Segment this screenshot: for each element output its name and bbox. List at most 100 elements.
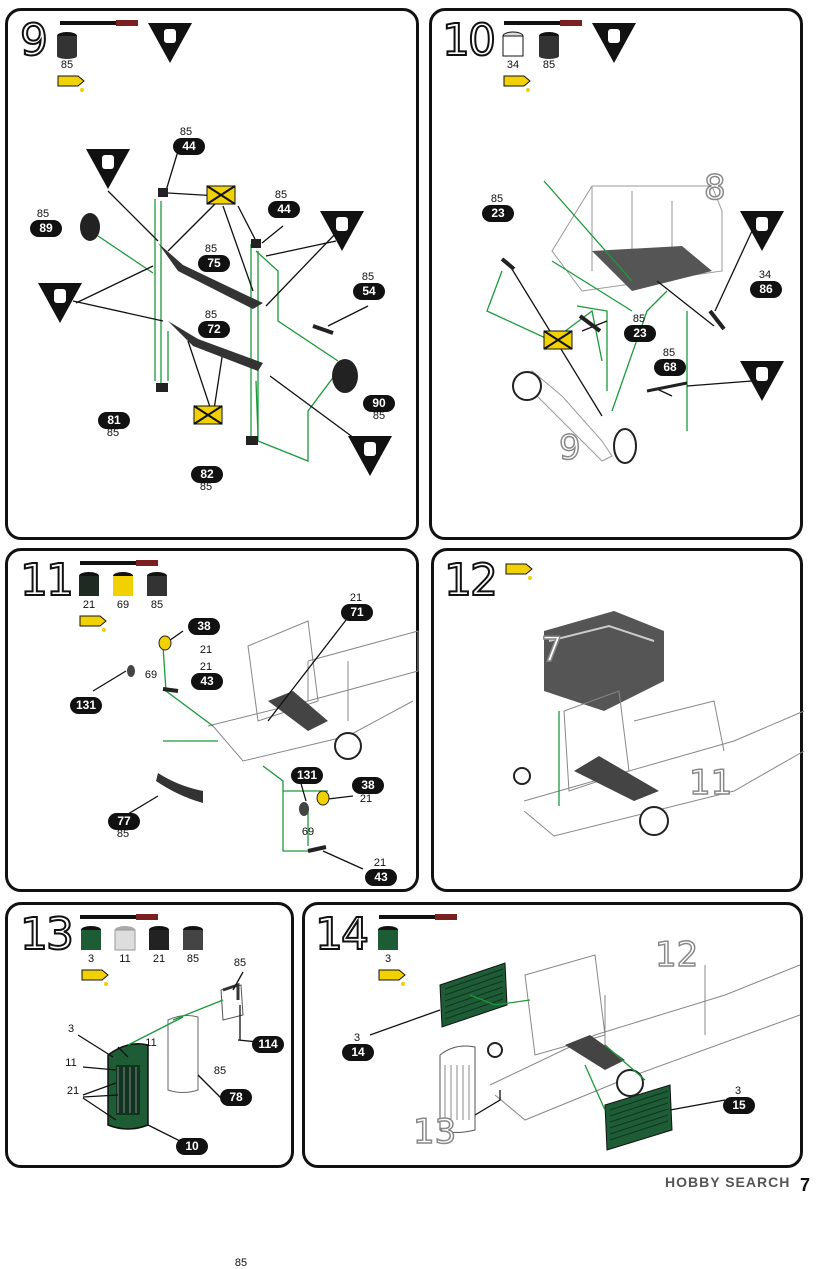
step-11-panel: 11 21 69 85 38 21 21 43 21 71 131 131 38…: [5, 548, 419, 892]
paint-code: 11: [119, 953, 131, 965]
part-paint: 21: [349, 592, 363, 604]
part-paint: 85: [116, 828, 130, 840]
step-12-panel: 12 7 11: [431, 548, 805, 892]
part-paint: 85: [106, 427, 120, 439]
part-number: 10: [176, 1138, 208, 1155]
paintbrush-icon: [60, 20, 138, 26]
part-number: 86: [750, 281, 782, 298]
reference-step-number: 13: [412, 1112, 457, 1152]
part-number: 131: [291, 767, 324, 784]
paint-can-icon: [378, 926, 398, 950]
step-number: 12: [443, 555, 499, 606]
caution-sign-icon: [148, 23, 192, 63]
glue-icon: [57, 75, 85, 92]
caution-sign-icon: [740, 211, 784, 251]
assembly-diagram: [369, 954, 801, 1151]
part-paint: 34: [758, 269, 772, 281]
step-13-panel: 13 3 11 21 85 85 85 114 78 10 3 11 11 21…: [5, 902, 294, 1269]
part-number: 38: [352, 777, 384, 794]
paint-code: 21: [82, 599, 96, 611]
part-number: 15: [723, 1097, 755, 1114]
paint-can-icon: [147, 572, 167, 596]
glue-icon: [378, 969, 406, 986]
paintbrush-icon: [80, 560, 158, 566]
caution-sign-icon: [86, 149, 130, 189]
paint-code: 34: [506, 59, 520, 71]
part-paint: 21: [373, 857, 387, 869]
part-paint: 3: [353, 1032, 361, 1044]
part-paint: 21: [199, 661, 213, 673]
paint-can-icon: [149, 926, 169, 950]
assembly-diagram: [513, 611, 805, 837]
step-14-panel: 14 3 12 13 3 14 3 15: [302, 902, 803, 1168]
part-paint: 85: [204, 309, 218, 321]
part-paint: 21: [66, 1085, 80, 1097]
paint-code: 85: [186, 953, 200, 965]
paint-can-icon: [113, 572, 133, 596]
part-number: 71: [341, 604, 373, 621]
part-number: 44: [268, 201, 300, 218]
part-number: 81: [98, 412, 130, 429]
reference-step-number: 8: [703, 168, 726, 208]
step-number: 10: [441, 15, 497, 66]
part-paint: 85: [234, 1257, 248, 1269]
part-number: 54: [353, 283, 385, 300]
paint-can-icon: [57, 32, 77, 59]
paint-can-icon: [114, 926, 136, 951]
caution-sign-icon: [38, 283, 82, 323]
part-paint: 11: [145, 1037, 157, 1049]
paint-code: 3: [384, 953, 392, 965]
paint-can-icon: [539, 32, 559, 59]
paint-can-icon: [502, 31, 524, 57]
part-paint: 85: [36, 208, 50, 220]
step-10-panel: 10 34 85 8 9 85 23 85 23 34 86 85 68: [429, 8, 803, 540]
glue-icon: [81, 969, 109, 986]
part-number: 82: [191, 466, 223, 483]
assembly-diagram: [77, 971, 269, 1146]
reference-step-number: 7: [540, 630, 563, 670]
part-number: 78: [220, 1089, 252, 1106]
part-paint: 85: [204, 243, 218, 255]
assembly-diagram: [72, 150, 369, 462]
part-paint: 21: [359, 793, 373, 805]
part-paint: 69: [301, 826, 315, 838]
paint-code: 21: [152, 953, 166, 965]
part-paint: 3: [67, 1023, 75, 1035]
part-number: 43: [191, 673, 223, 690]
part-number: 89: [30, 220, 62, 237]
part-number: 23: [624, 325, 656, 342]
caution-sign-icon: [592, 23, 636, 63]
part-paint: 85: [361, 271, 375, 283]
paint-code: 3: [87, 953, 95, 965]
assembly-diagram: [92, 610, 419, 870]
part-number: 23: [482, 205, 514, 222]
part-number: 131: [70, 697, 103, 714]
part-paint: 85: [199, 481, 213, 493]
paint-can-icon: [81, 926, 101, 950]
part-number: 44: [173, 138, 205, 155]
step-9-panel: 9 85 85 44 85 44 85 75 85 89 85 54 85: [5, 8, 419, 540]
watermark: HOBBY SEARCH: [665, 1174, 791, 1190]
step-number: 11: [19, 555, 75, 606]
paint-code: 85: [150, 599, 164, 611]
part-paint: 85: [274, 189, 288, 201]
step-number: 14: [314, 909, 370, 960]
part-number: 38: [188, 618, 220, 635]
paintbrush-icon: [80, 914, 158, 920]
part-paint: 3: [734, 1085, 742, 1097]
paintbrush-icon: [504, 20, 582, 26]
glue-icon: [505, 563, 533, 580]
assembly-diagram: [486, 180, 753, 464]
part-number: 90: [363, 395, 395, 412]
part-number: 72: [198, 321, 230, 338]
reference-step-number: 12: [654, 935, 699, 975]
caution-sign-icon: [348, 436, 392, 476]
part-paint: 21: [199, 644, 213, 656]
paint-can-icon: [183, 926, 203, 950]
part-number: 68: [654, 359, 686, 376]
part-paint: 85: [213, 1065, 227, 1077]
paintbrush-icon: [379, 914, 457, 920]
part-paint: 85: [632, 313, 646, 325]
glue-icon: [503, 75, 531, 92]
part-number: 14: [342, 1044, 374, 1061]
